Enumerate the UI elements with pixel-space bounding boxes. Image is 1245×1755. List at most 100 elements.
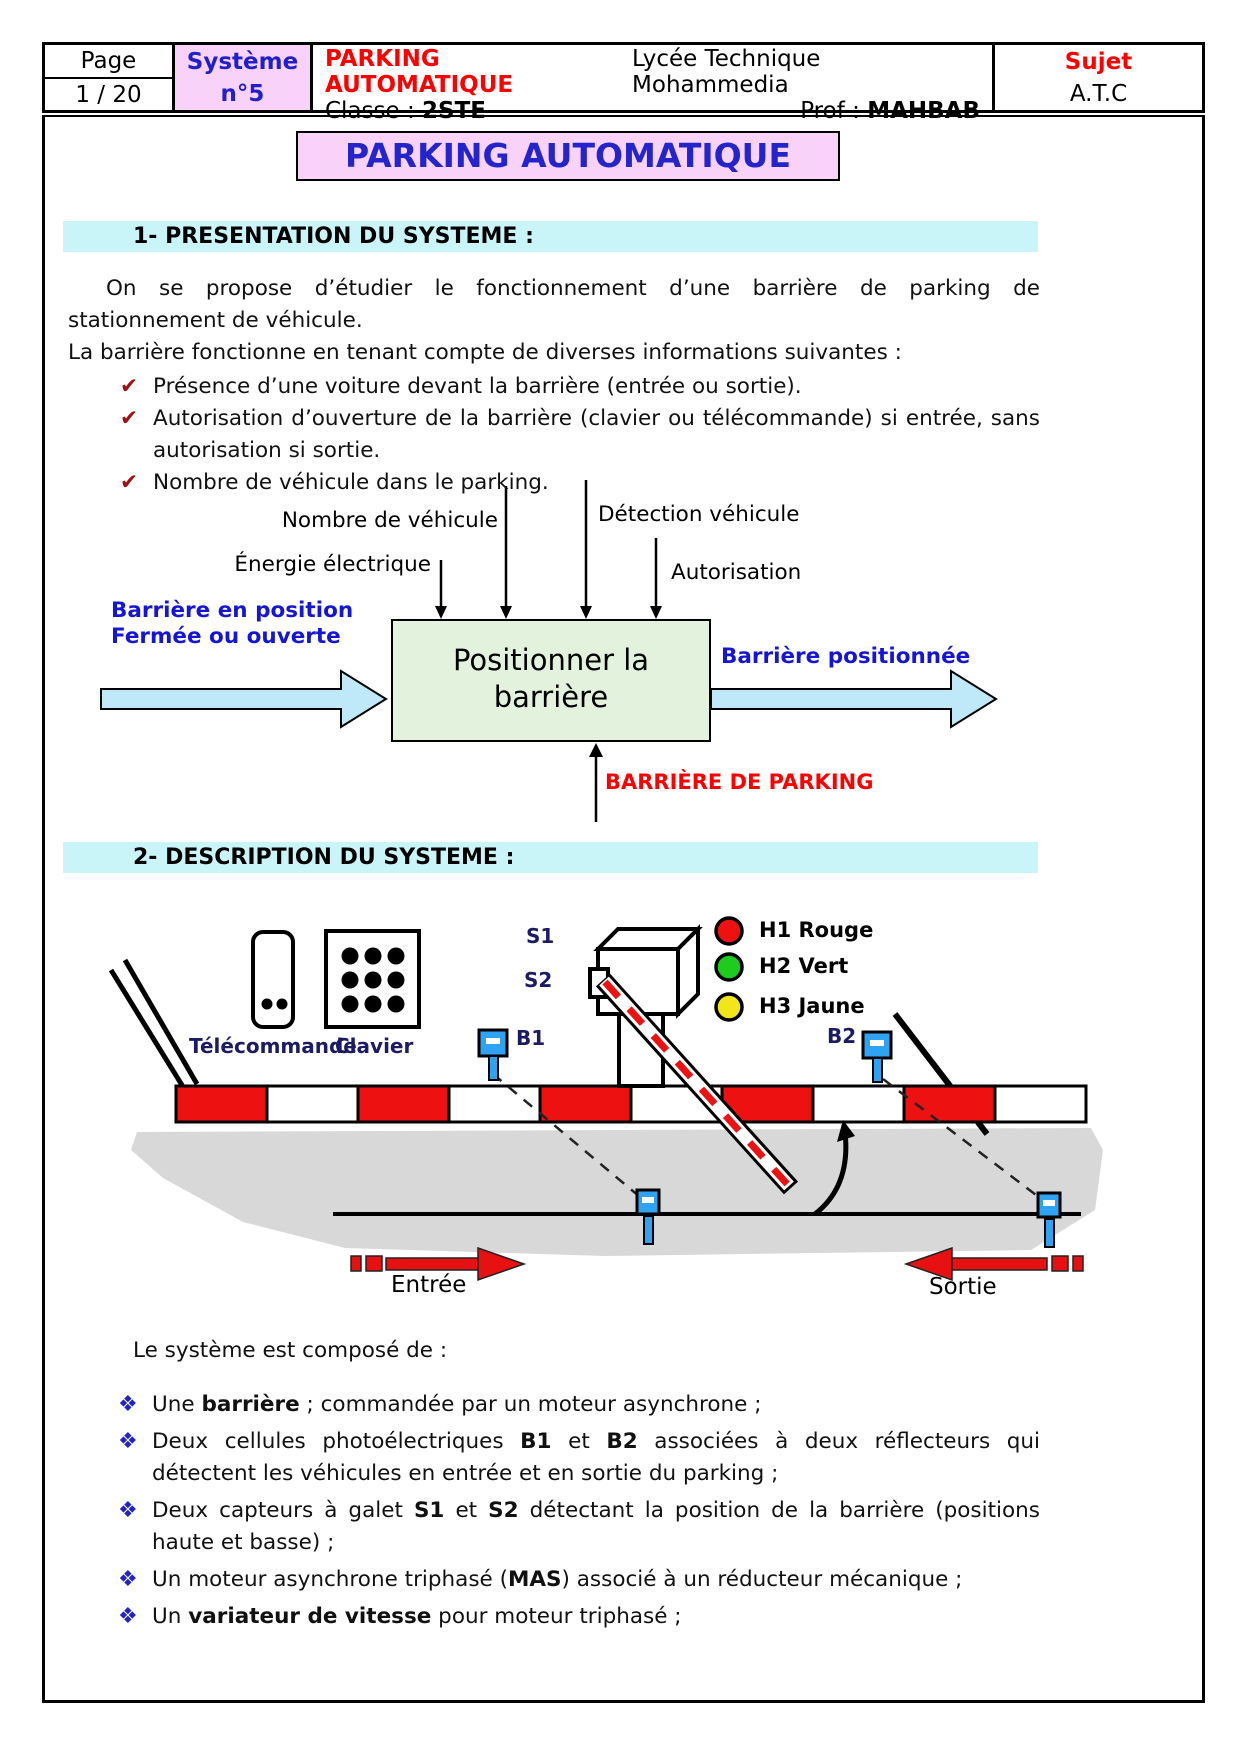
rotation-arrow-icon	[813, 1120, 855, 1216]
item-bold: S2	[488, 1498, 519, 1523]
label-entree: Entrée	[391, 1272, 467, 1298]
label-autorisation: Autorisation	[671, 560, 802, 585]
function-box: Positionner la barrière	[391, 619, 711, 742]
composition-intro: Le système est composé de :	[133, 1338, 448, 1363]
check-item: ✔ Autorisation d’ouverture de la barrièr…	[68, 403, 1040, 467]
label-sortie: Sortie	[929, 1274, 997, 1300]
item-text: et	[551, 1429, 607, 1454]
header-main-cell: PARKING AUTOMATIQUE Lycée Technique Moha…	[313, 45, 995, 124]
paragraph-2: La barrière fonctionne en tenant compte …	[68, 340, 902, 365]
photocell-b1-icon	[477, 1028, 509, 1081]
item-bold: MAS	[507, 1567, 562, 1592]
item-bold: variateur de vitesse	[188, 1604, 432, 1629]
item-text: Deux cellules photoélectriques	[152, 1429, 521, 1454]
label-detection-vehicule: Détection véhicule	[598, 502, 800, 527]
header-table: Page 1 / 20 Système n°5 PARKING AUTOMATI…	[42, 42, 1205, 124]
prof: Prof : MAHBAB	[800, 98, 980, 124]
item-text: Un	[152, 1604, 189, 1629]
function-box-line-2: barrière	[493, 680, 609, 714]
classe-label: Classe :	[325, 98, 415, 124]
down-arrowhead-icons	[435, 606, 662, 619]
diamond-bullet-icon: ❖	[118, 1498, 138, 1523]
left-fence	[108, 958, 200, 1092]
output-block-arrow-icon	[710, 669, 998, 729]
item-text: ) associé à un réducteur mécanique ;	[561, 1567, 963, 1592]
diamond-bullet-icon: ❖	[118, 1604, 138, 1629]
checklist: ✔ Présence d’une voiture devant la barri…	[68, 371, 1040, 499]
section1-heading: 1- PRESENTATION DU SYSTEME :	[63, 221, 1038, 252]
check-text: Autorisation d’ouverture de la barrière …	[153, 406, 1040, 463]
function-diagram: Nombre de véhicule Détection véhicule Én…	[45, 474, 1202, 824]
label-barriere-de-parking: BARRIÈRE DE PARKING	[605, 770, 874, 794]
h2-green-lamp-icon	[714, 952, 744, 982]
item-text: ; commandée par un moteur asynchrone ;	[299, 1392, 762, 1417]
diamond-bullet-icon: ❖	[118, 1567, 138, 1592]
item-bold: B2	[606, 1429, 638, 1454]
check-text: Présence d’une voiture devant la barrièr…	[153, 374, 802, 399]
check-item: ✔ Nombre de véhicule dans le parking.	[68, 467, 1040, 499]
item-text: associées à deux réflecteurs qui détecte…	[152, 1429, 1040, 1486]
sujet-value: A.T.C	[1069, 80, 1128, 107]
label-telecommande: Télécommande	[189, 1034, 357, 1058]
photocell-b2-icon	[861, 1030, 893, 1083]
h1-red-lamp-icon	[714, 916, 744, 946]
checkmark-icon: ✔	[120, 374, 139, 399]
label-barriere-en-position: Barrière en position Fermée ou ouverte	[111, 598, 353, 650]
list-item: ❖ Deux cellules photoélectriques B1 et B…	[68, 1426, 1040, 1490]
label-s2: S2	[524, 968, 553, 992]
item-text: Un moteur asynchrone triphasé (	[152, 1567, 508, 1592]
function-diagram-graphics	[100, 480, 998, 822]
checkmark-icon: ✔	[120, 406, 139, 431]
composition-list: ❖ Une barrière ; commandée par un moteur…	[68, 1389, 1040, 1633]
classe-value: 2STE	[422, 98, 487, 124]
system-illustration: Télécommande Clavier S1 S2 B1 B2 H1 Roug…	[45, 894, 1202, 1314]
system-label: Système	[186, 48, 299, 75]
doc-title: PARKING AUTOMATIQUE	[325, 46, 514, 98]
header-row-2: Classe : 2STE Prof : MAHBAB	[325, 98, 980, 124]
input-block-arrow-icon	[100, 669, 388, 729]
section2-heading: 2- DESCRIPTION DU SYSTEME :	[63, 842, 1038, 873]
checkmark-icon: ✔	[120, 470, 139, 495]
item-text: détectant la position de la barrière (po…	[152, 1498, 1040, 1555]
up-arrowhead-icon	[589, 743, 603, 757]
entry-line-1: Barrière en position	[111, 598, 354, 623]
diamond-bullet-icon: ❖	[118, 1392, 138, 1417]
legend-h1-rouge: H1 Rouge	[759, 918, 874, 942]
road-surface	[131, 1128, 1103, 1256]
item-bold: S1	[413, 1498, 445, 1523]
h3-yellow-lamp-icon	[714, 992, 744, 1022]
remote-control-icon	[251, 930, 295, 1029]
header-system-cell: Système n°5	[175, 45, 313, 110]
label-s1: S1	[526, 924, 555, 948]
entry-line-2: Fermée ou ouverte	[111, 624, 341, 649]
label-energie-electrique: Énergie électrique	[234, 552, 431, 577]
exit-arrow-icon	[903, 1246, 1084, 1282]
item-text: Deux capteurs à galet	[152, 1498, 414, 1523]
school-name: Lycée Technique Mohammedia	[632, 46, 821, 98]
reflector-icons	[635, 1188, 1062, 1248]
list-item: ❖ Une barrière ; commandée par un moteur…	[68, 1389, 1040, 1421]
function-box-line-1: Positionner la	[452, 643, 650, 677]
page-number: 1 / 20	[75, 82, 142, 108]
barrier-arm	[595, 973, 799, 1195]
classe: Classe : 2STE	[325, 98, 486, 124]
label-nombre-vehicule: Nombre de véhicule	[281, 508, 498, 533]
item-text: pour moteur triphasé ;	[431, 1604, 682, 1629]
lamp-icons	[714, 916, 744, 1022]
sujet-label: Sujet	[1064, 48, 1133, 75]
item-bold: barrière	[201, 1392, 300, 1417]
input-arrow-lines	[439, 480, 658, 606]
check-text: Nombre de véhicule dans le parking.	[153, 470, 549, 495]
content-frame: PARKING AUTOMATIQUE 1- PRESENTATION DU S…	[42, 115, 1205, 1703]
legend-h3-jaune: H3 Jaune	[759, 994, 865, 1018]
photocell-beams	[492, 1073, 1049, 1205]
item-bold: B1	[520, 1429, 552, 1454]
label-clavier: Clavier	[335, 1034, 414, 1058]
header-sujet-cell: Sujet A.T.C	[995, 45, 1202, 110]
list-item: ❖ Un moteur asynchrone triphasé (MAS) as…	[68, 1564, 1040, 1596]
header-row-1: PARKING AUTOMATIQUE Lycée Technique Moha…	[325, 46, 980, 98]
entry-arrow-icon	[350, 1246, 527, 1282]
keypad-icon	[324, 929, 421, 1029]
label-barriere-positionnee: Barrière positionnée	[721, 644, 971, 669]
illustration-graphics	[108, 916, 1103, 1282]
